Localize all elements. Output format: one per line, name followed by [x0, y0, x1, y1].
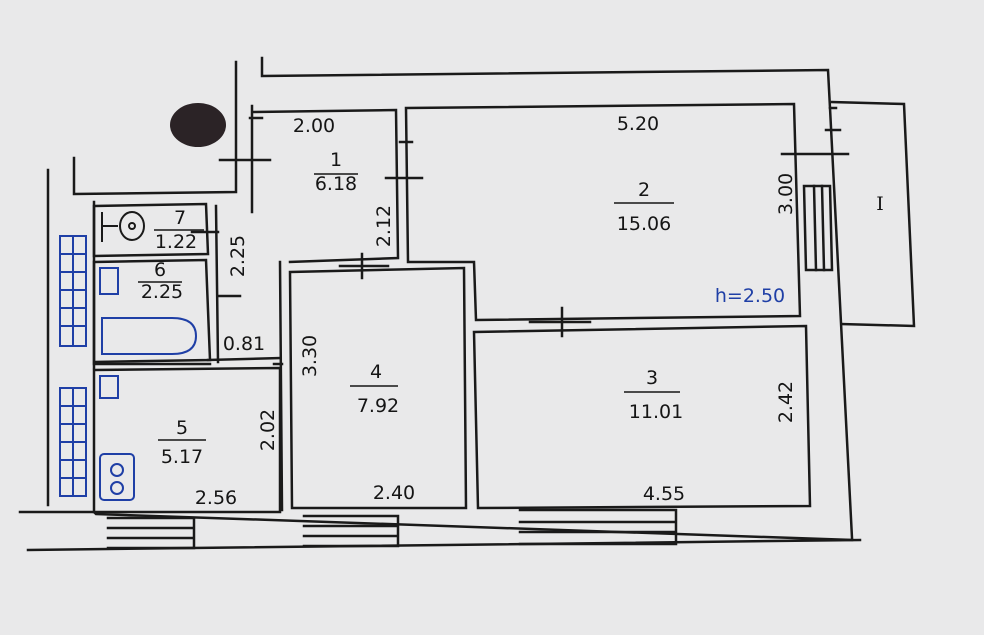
- room-1-width-label: 2.00: [293, 115, 335, 137]
- room-7-area: 1.22: [155, 231, 197, 253]
- room-1-number: 1: [330, 149, 342, 171]
- balcony-door-rail: [812, 184, 826, 272]
- room-3-area: 11.01: [629, 401, 683, 423]
- room-5-width-label: 2.56: [195, 487, 237, 509]
- bath-wall: [214, 204, 220, 364]
- room-4-area: 7.92: [357, 395, 399, 417]
- room-5-depth-label: 2.02: [257, 409, 279, 451]
- room-3-outline: [472, 324, 812, 510]
- room-6-area: 2.25: [141, 281, 183, 303]
- room-3-number: 3: [646, 367, 658, 389]
- bath-depth-label: 2.25: [227, 235, 249, 277]
- room-2-width-label: 5.20: [617, 113, 659, 135]
- outer-wall-bottom: [18, 510, 854, 542]
- room-2-outline: [404, 102, 802, 322]
- window: [106, 516, 196, 550]
- room-2-depth-label: 3.00: [775, 173, 797, 215]
- room-2-area: 15.06: [617, 213, 671, 235]
- room-4-width-label: 2.40: [373, 482, 415, 504]
- room-1-depth-label: 2.12: [373, 205, 395, 247]
- room-5-outline: [92, 366, 282, 514]
- entrance-blot: [170, 103, 226, 147]
- room-4-depth-label: 3.30: [299, 335, 321, 377]
- room-4-number: 4: [370, 361, 382, 383]
- room-1-area: 6.18: [315, 173, 357, 195]
- toilet: [101, 211, 145, 242]
- radiator: [59, 387, 87, 497]
- sink: [99, 375, 119, 399]
- bathtub: [101, 317, 198, 355]
- entrance-wall: [72, 60, 238, 196]
- room-1-outline: [252, 108, 400, 264]
- window: [518, 508, 678, 546]
- balcony-label: I: [876, 193, 884, 215]
- room-6-number: 6: [154, 259, 166, 281]
- corridor-width-label: 0.81: [223, 333, 265, 355]
- room-5-number: 5: [176, 417, 188, 439]
- balcony-outline: [830, 100, 916, 328]
- corridor-line: [206, 356, 282, 362]
- room-3-depth-label: 2.42: [775, 381, 797, 423]
- room-4-outline: [288, 266, 468, 510]
- outer-wall-top: [260, 56, 838, 110]
- window: [302, 514, 400, 548]
- room-2-number: 2: [638, 179, 650, 201]
- room-3-width-label: 4.55: [643, 483, 685, 505]
- stove: [99, 453, 135, 501]
- room-5-area: 5.17: [161, 446, 203, 468]
- balcony-door: [802, 184, 834, 272]
- room-7-number: 7: [174, 207, 186, 229]
- radiator: [59, 235, 87, 347]
- sink: [99, 267, 119, 295]
- ceiling-height-note: h=2.50: [715, 285, 785, 307]
